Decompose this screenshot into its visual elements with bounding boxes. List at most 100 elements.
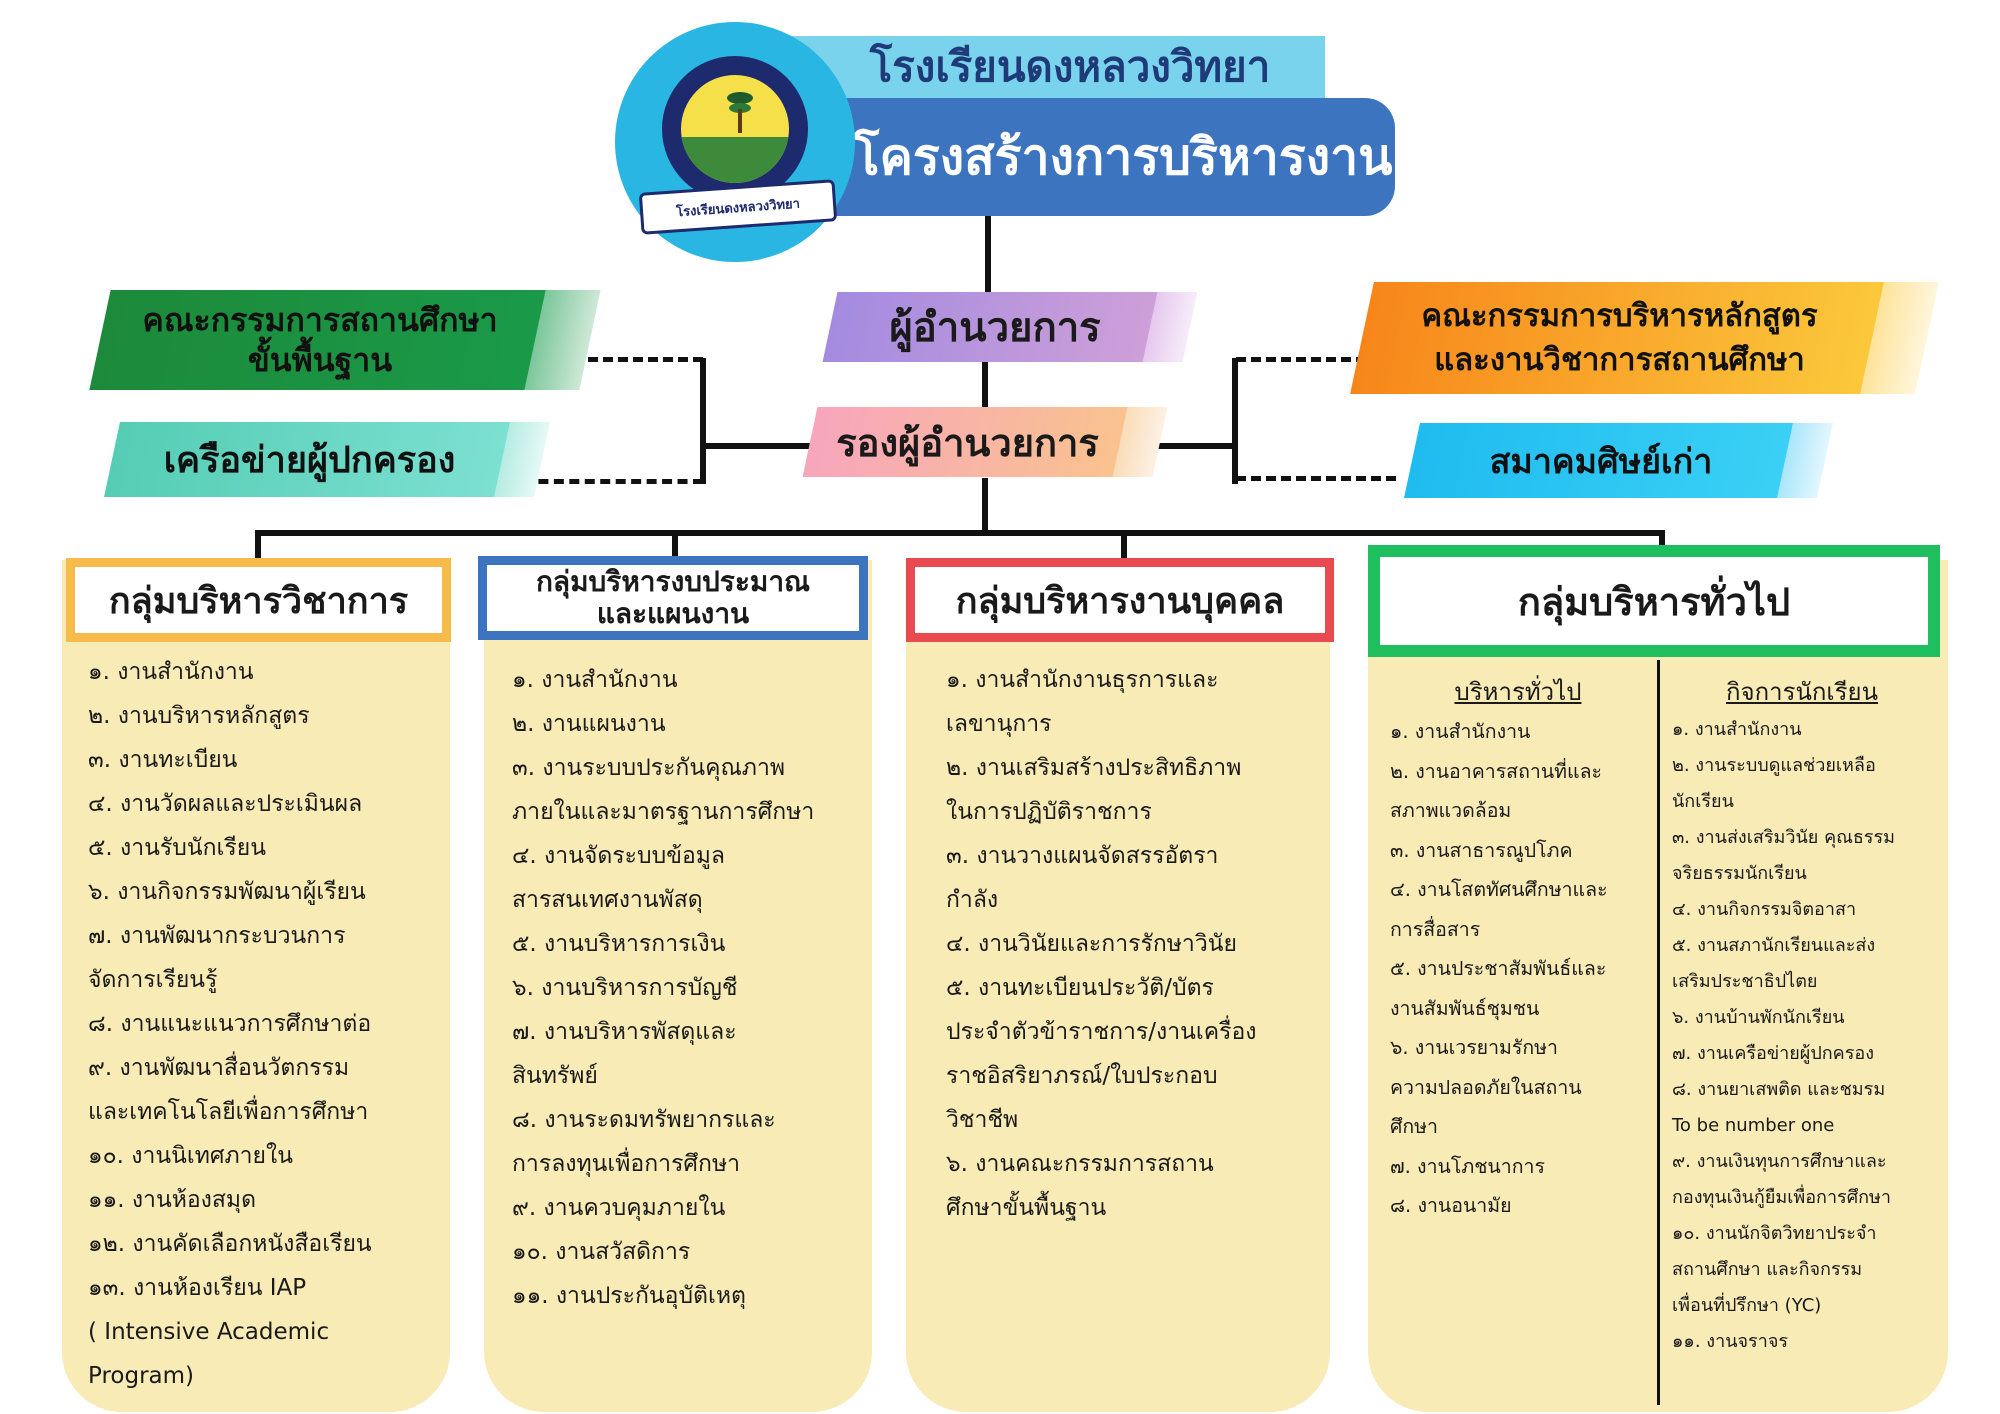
personnel-panel (906, 560, 1330, 1412)
list-item: ๘. งานอนามัย (1390, 1194, 1512, 1217)
list-item: ราชอิสริยาภรณ์/ใบประกอบ (946, 1063, 1218, 1089)
list-item: และเทคโนโลยีเพื่อการศึกษา (88, 1099, 369, 1125)
list-item: ศึกษา (1390, 1115, 1438, 1138)
parent-network-label: เครือข่ายผู้ปกครอง (163, 439, 456, 481)
list-item: สารสนเทศงานพัสดุ (512, 887, 703, 913)
connector-right-vertical (1232, 358, 1238, 484)
list-item: ในการปฏิบัติราชการ (946, 799, 1152, 825)
connector-deputy-trunk (982, 478, 988, 536)
list-item: ๔. งานโสตทัศนศึกษาและ (1390, 878, 1608, 901)
list-item: ๒. งานแผนงาน (512, 711, 666, 737)
director-label: ผู้อำนวยการ (889, 304, 1101, 351)
list-item: ๙. งานพัฒนาสื่อนวัตกรรม (88, 1055, 350, 1081)
director-box: ผู้อำนวยการ (822, 292, 1168, 362)
list-item: ๕. งานบริหารการเงิน (512, 931, 726, 957)
dashed-parent-network (492, 479, 703, 484)
list-item: เลขานุการ (946, 711, 1052, 737)
general-student-heading: กิจการนักเรียน (1726, 678, 1878, 706)
list-item: ๗. งานเครือข่ายผู้ปกครอง (1672, 1043, 1874, 1064)
connector-drop-personnel (1121, 530, 1127, 560)
list-item: ๑๓. งานห้องเรียน IAP (88, 1275, 307, 1301)
list-item: ๔. งานวินัยและการรักษาวินัย (946, 931, 1237, 957)
connector-director-deputy (982, 360, 988, 408)
list-item: ๓. งานส่งเสริมวินัย คุณธรรม (1672, 827, 1896, 848)
deputy-box: รองผู้อำนวยการ (802, 407, 1133, 477)
alumni-label: สมาคมศิษย์เก่า (1489, 441, 1713, 482)
logo-emblem (676, 70, 794, 188)
list-item: ความปลอดภัยในสถาน (1390, 1075, 1582, 1099)
list-item: ๒. งานระบบดูแลช่วยเหลือ (1672, 755, 1876, 776)
logo-hill (681, 137, 789, 183)
list-item: ๖. งานกิจกรรมพัฒนาผู้เรียน (88, 879, 366, 905)
general-student-list: ๑. งานสำนักงาน ๒. งานระบบดูแลช่วยเหลือ น… (1672, 712, 1942, 1360)
personnel-list: ๑. งานสำนักงานธุรการและ เลขานุการ ๒. งาน… (946, 658, 1326, 1230)
page-title: โครงสร้างการบริหารงาน (852, 126, 1393, 186)
personnel-title: กลุ่มบริหารงานบุคคล (955, 579, 1285, 622)
parent-network-box: เครือข่ายผู้ปกครอง (104, 422, 515, 497)
list-item: ๑. งานสำนักงาน (512, 667, 678, 693)
list-item: ๖. งานคณะกรรมการสถาน (946, 1151, 1214, 1177)
budget-panel (484, 560, 872, 1412)
dashed-basic-board (528, 357, 703, 362)
academic-header: กลุ่มบริหารวิชาการ (66, 558, 451, 642)
budget-title-line2: และแผนงาน (596, 597, 750, 630)
list-item: ๔. งานกิจกรรมจิตอาสา (1672, 899, 1857, 920)
list-item: จริยธรรมนักเรียน (1672, 863, 1807, 884)
list-item: ๑๐. งานสวัสดิการ (512, 1239, 691, 1265)
connector-drop-academic (255, 530, 261, 560)
list-item: กำลัง (946, 887, 999, 913)
list-item: ๗. งานบริหารพัสดุและ (512, 1019, 737, 1045)
basic-board-label-line1: คณะกรรมการสถานศึกษา (142, 301, 498, 339)
connector-drop-budget (672, 530, 678, 560)
list-item: ๕. งานทะเบียนประวัติ/บัตร (946, 975, 1214, 1001)
list-item: สภาพแวดล้อม (1390, 799, 1512, 822)
list-item: ๑๐. งานนิเทศภายใน (88, 1143, 293, 1169)
list-item: ศึกษาขั้นพื้นฐาน (946, 1195, 1107, 1221)
academic-panel (62, 560, 450, 1412)
budget-title-line1: กลุ่มบริหารงบประมาณ (535, 565, 811, 598)
list-item: ๖. งานเวรยามรักษา (1390, 1036, 1558, 1059)
list-item: ๕. งานรับนักเรียน (88, 835, 266, 861)
basic-board-box: คณะกรรมการสถานศึกษา ขั้นพื้นฐาน (89, 290, 551, 390)
connector-left-spur (705, 443, 810, 449)
list-item: ๑. งานสำนักงาน (1390, 720, 1531, 743)
basic-board-label-line2: ขั้นพื้นฐาน (247, 341, 393, 379)
budget-list: ๑. งานสำนักงาน ๒. งานแผนงาน ๓. งานระบบปร… (512, 658, 862, 1318)
academic-list: ๑. งานสำนักงาน ๒. งานบริหารหลักสูตร ๓. ง… (88, 650, 438, 1398)
list-item: Program) (88, 1363, 195, 1389)
list-item: ประจำตัวข้าราชการ/งานเครื่อง (946, 1019, 1257, 1045)
list-item: ๗. งานโภชนาการ (1390, 1154, 1545, 1178)
connector-bus (255, 530, 1665, 536)
general-admin-heading: บริหารทั่วไป (1454, 678, 1582, 706)
list-item: ๑๒. งานคัดเลือกหนังสือเรียน (88, 1231, 372, 1257)
general-title: กลุ่มบริหารทั่วไป (1517, 578, 1791, 624)
dashed-alumni (1236, 476, 1396, 481)
general-header: กลุ่มบริหารทั่วไป (1368, 545, 1940, 657)
personnel-header: กลุ่มบริหารงานบุคคล (906, 558, 1334, 642)
list-item: กองทุนเงินกู้ยืมเพื่อการศึกษา (1672, 1187, 1892, 1208)
list-item: ๑. งานสำนักงาน (88, 659, 254, 685)
list-item: ๕. งานประชาสัมพันธ์และ (1390, 957, 1607, 980)
list-item: ๑๐. งานนักจิตวิทยาประจำ (1672, 1223, 1877, 1244)
list-item: ๑๑. งานประกันอุบัติเหตุ (512, 1283, 746, 1309)
list-item: นักเรียน (1672, 791, 1734, 812)
list-item: ๒. งานบริหารหลักสูตร (88, 703, 310, 729)
list-item: ๑๑. งานห้องสมุด (88, 1187, 257, 1213)
connector-left-vertical (700, 358, 706, 484)
dashed-curriculum-board (1236, 357, 1366, 362)
list-item: จัดการเรียนรู้ (88, 967, 218, 993)
list-item: สินทรัพย์ (512, 1063, 598, 1089)
curriculum-board-box: คณะกรรมการบริหารหลักสูตร และงานวิชาการสถ… (1350, 282, 1889, 394)
general-admin-list: ๑. งานสำนักงาน ๒. งานอาคารสถานที่และ สภา… (1390, 712, 1652, 1226)
alumni-box: สมาคมศิษย์เก่า (1404, 423, 1798, 498)
tree-icon (727, 92, 753, 133)
academic-title: กลุ่มบริหารวิชาการ (108, 579, 409, 622)
list-item: ๓. งานวางแผนจัดสรรอัตรา (946, 843, 1219, 869)
school-name-banner: โรงเรียนดงหลวงวิทยา (785, 36, 1325, 98)
list-item: ๑๑. งานจราจร (1672, 1331, 1789, 1352)
list-item: ๑. งานสำนักงาน (1672, 719, 1802, 740)
list-item: การลงทุนเพื่อการศึกษา (512, 1151, 741, 1177)
title-banner: โครงสร้างการบริหารงาน (790, 98, 1395, 216)
list-item: ๖. งานบ้านพักนักเรียน (1672, 1007, 1845, 1028)
connector-title-director (985, 216, 991, 294)
